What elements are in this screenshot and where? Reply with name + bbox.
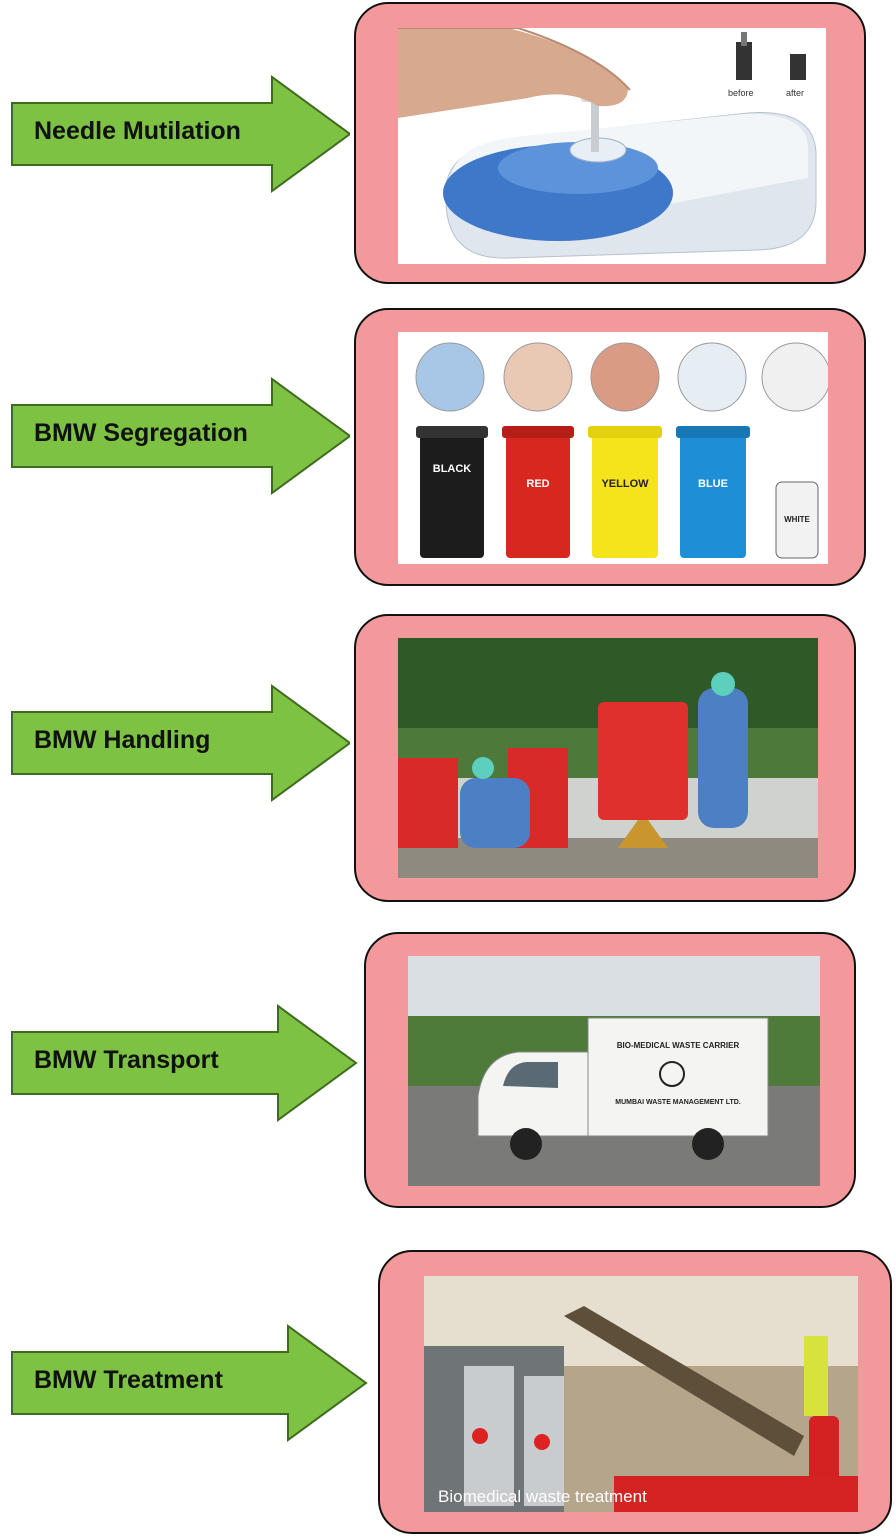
- step-arrow-bmw-transport: BMW Transport: [10, 1004, 358, 1122]
- step-arrow-bmw-handling: BMW Handling: [10, 684, 350, 802]
- step-label: BMW Transport: [34, 1046, 219, 1074]
- step-frame-bmw-handling: [354, 614, 856, 902]
- svg-text:BLACK: BLACK: [433, 463, 472, 475]
- arrow-shape: [11, 75, 350, 193]
- arrow-shape: [11, 684, 350, 802]
- needle-destroyer-photo: before after: [398, 28, 826, 264]
- svg-text:YELLOW: YELLOW: [601, 478, 649, 490]
- bin-yellow: YELLOW: [588, 426, 662, 558]
- step-label: BMW Handling: [34, 726, 211, 754]
- step-label: BMW Treatment: [34, 1366, 223, 1394]
- van-text-top: BIO-MEDICAL WASTE CARRIER: [617, 1041, 740, 1050]
- bin-black: BLACK: [416, 426, 488, 558]
- after-caption: after: [786, 88, 804, 98]
- step-label: Needle Mutilation: [34, 117, 241, 145]
- step-frame-bmw-segregation: BLACK RED YELLOW BLUE WHITE: [354, 308, 866, 586]
- colour-coded-bins-photo: BLACK RED YELLOW BLUE WHITE: [398, 332, 828, 564]
- step-frame-needle-mutilation: before after: [354, 2, 866, 284]
- step-arrow-bmw-treatment: BMW Treatment: [10, 1324, 368, 1442]
- svg-text:BLUE: BLUE: [698, 478, 728, 490]
- bin-blue: BLUE: [676, 426, 750, 558]
- waste-carrier-van-photo: BIO-MEDICAL WASTE CARRIER MUMBAI WASTE M…: [408, 956, 820, 1186]
- svg-text:WHITE: WHITE: [784, 515, 810, 524]
- treatment-caption: Biomedical waste treatment: [438, 1487, 647, 1506]
- arrow-shape: [11, 1004, 358, 1122]
- bin-red: RED: [502, 426, 574, 558]
- bin-white: WHITE: [775, 481, 819, 559]
- step-frame-bmw-treatment: Biomedical waste treatment: [378, 1250, 892, 1534]
- svg-text:RED: RED: [526, 478, 549, 490]
- arrow-shape: [11, 1324, 368, 1442]
- step-arrow-needle-mutilation: Needle Mutilation: [10, 75, 350, 193]
- arrow-shape: [11, 377, 350, 495]
- step-frame-bmw-transport: BIO-MEDICAL WASTE CARRIER MUMBAI WASTE M…: [364, 932, 856, 1208]
- before-caption: before: [728, 88, 754, 98]
- step-label: BMW Segregation: [34, 419, 248, 447]
- van-text-bottom: MUMBAI WASTE MANAGEMENT LTD.: [615, 1099, 741, 1106]
- step-arrow-bmw-segregation: BMW Segregation: [10, 377, 350, 495]
- treatment-plant-photo: Biomedical waste treatment: [424, 1276, 858, 1512]
- waste-handling-photo: [398, 638, 818, 878]
